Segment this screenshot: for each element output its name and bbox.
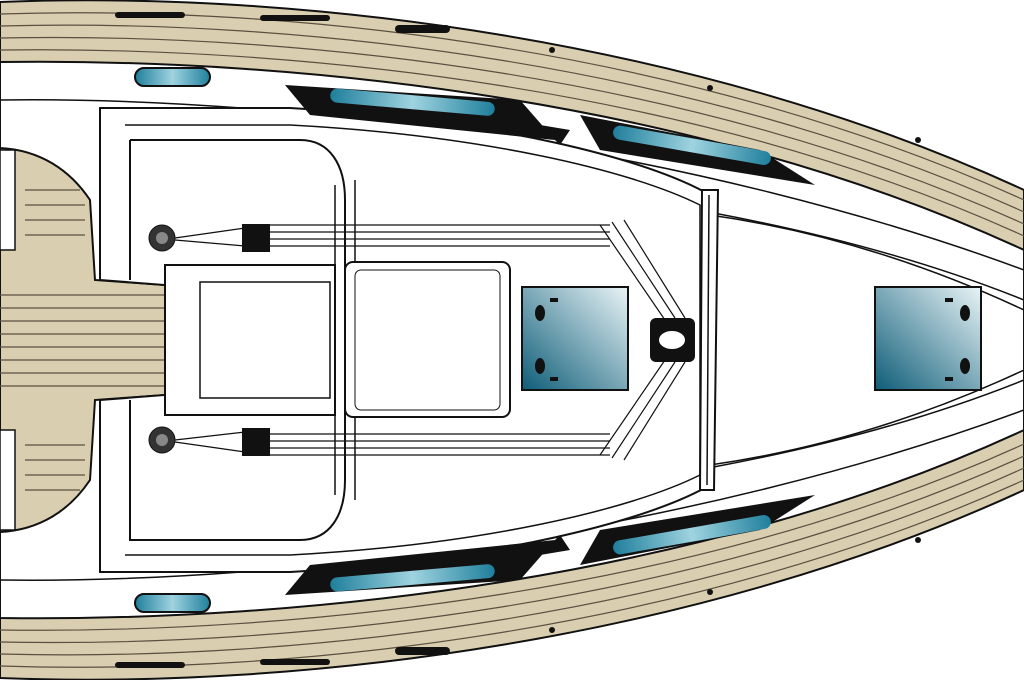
window-glass — [330, 88, 495, 116]
foredeck-edge — [709, 214, 1024, 466]
cockpit-seat-divider — [0, 429, 16, 531]
cockpit-seat-divider — [0, 149, 16, 251]
window-glass — [613, 514, 771, 555]
halyard-lines — [270, 219, 686, 461]
companionway-slide — [199, 281, 331, 399]
winches — [148, 224, 270, 456]
window-glass — [613, 125, 771, 166]
sliding-hatch — [344, 261, 511, 418]
teak-planks — [0, 12, 1024, 668]
sliding-hatch-inner — [354, 269, 501, 411]
hull-windows — [134, 67, 815, 613]
window-glass — [330, 564, 495, 592]
mast-step — [650, 318, 695, 362]
sprayhood-frame — [129, 139, 346, 541]
shroud-track — [698, 189, 720, 491]
rope-clutch-icon — [242, 428, 270, 456]
hatch-hinges — [945, 298, 970, 381]
rope-clutch-icon — [242, 224, 270, 252]
hatch-hinges — [535, 298, 558, 381]
deck-hatch-fore — [874, 286, 982, 391]
cockpit-planks — [0, 189, 165, 491]
deck-hatch-aft — [521, 286, 629, 391]
deck-fittings — [115, 12, 921, 668]
